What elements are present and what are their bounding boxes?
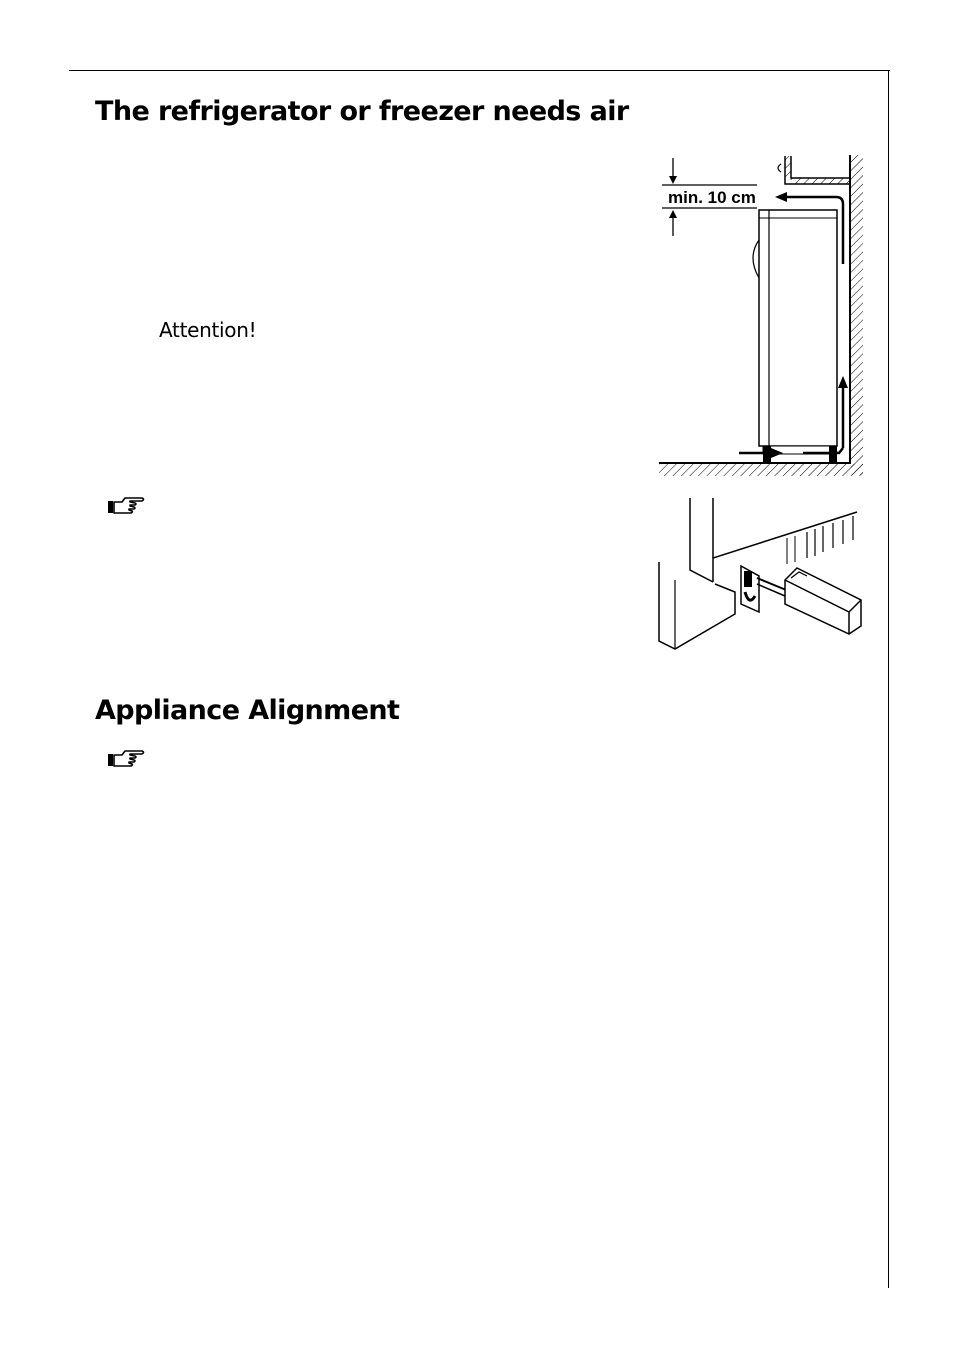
section-heading-alignment: Appliance Alignment — [95, 695, 400, 726]
clearance-dimension-label: min. 10 cm — [668, 188, 756, 207]
pointing-hand-icon — [108, 497, 145, 514]
section-heading-air: The refrigerator or freezer needs air — [95, 96, 629, 127]
right-margin-rule — [888, 70, 889, 1288]
top-rule — [69, 70, 890, 71]
airflow-illustration: min. 10 cm — [659, 155, 863, 476]
wall-spacer-illustration — [658, 498, 862, 650]
pointing-hand-icon — [108, 750, 145, 767]
attention-label: Attention! — [159, 318, 257, 342]
